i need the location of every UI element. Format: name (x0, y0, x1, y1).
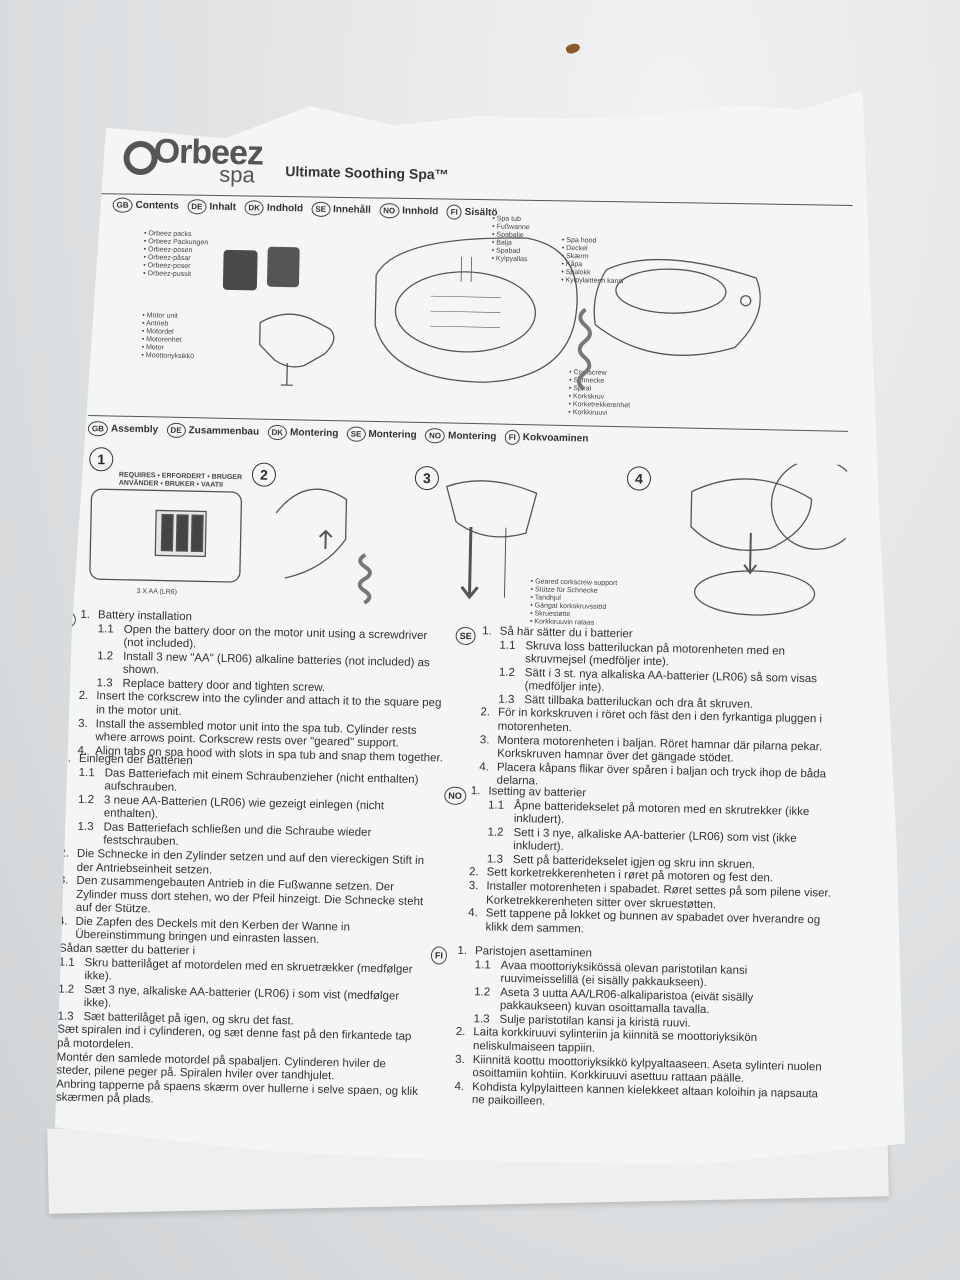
battery-compartment-drawing (89, 488, 243, 583)
assembly-illustration (89, 458, 848, 616)
label-motor-unit: • Motor unit • Antrieb • Motordel • Moto… (141, 312, 195, 361)
step3-motor-drawing (445, 480, 538, 538)
spa-tub-drawing (374, 237, 578, 383)
brand-logo: Orbeez spa (123, 132, 263, 187)
step4-hood-drawing (690, 478, 813, 551)
battery-icon (175, 514, 189, 552)
logo-sub: spa (218, 161, 255, 188)
corkscrew-drawing (577, 307, 592, 391)
product-title: Ultimate Soothing Spa™ (285, 163, 449, 183)
battery-icon (190, 514, 204, 553)
orbeez-pack-2 (266, 246, 300, 288)
battery-icon (160, 513, 174, 552)
parts-illustration (222, 237, 761, 391)
orbeez-pack-1 (222, 249, 258, 291)
step2-drawing (275, 488, 348, 579)
motor-unit-drawing (259, 313, 335, 368)
label-orbeez-packs: • Orbeez packs • Orbeez Packungen • Orbe… (143, 230, 209, 279)
spa-hood-drawing (593, 258, 761, 356)
